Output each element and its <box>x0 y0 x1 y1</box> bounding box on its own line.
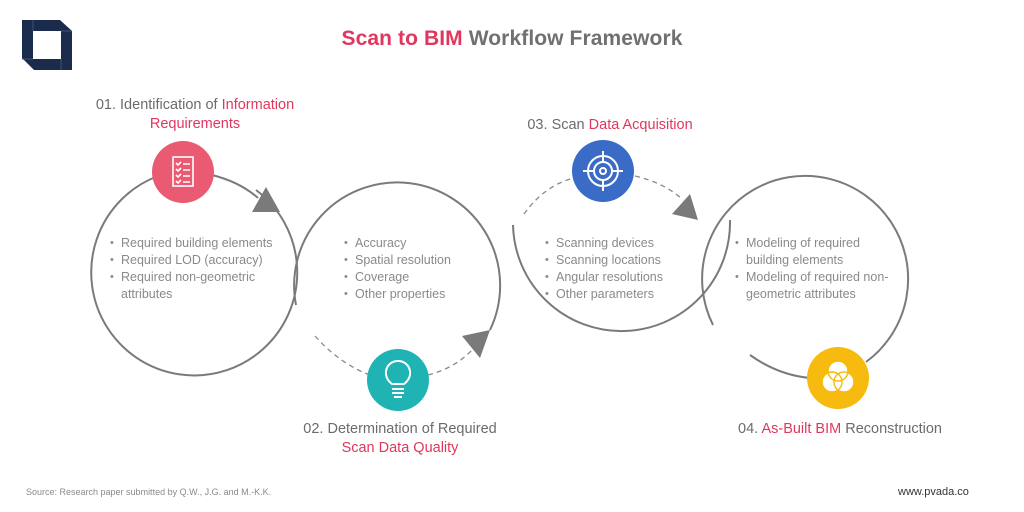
source-citation: Source: Research paper submitted by Q.W.… <box>26 487 272 497</box>
bullet-item: Other properties <box>344 286 494 303</box>
bullet-item: Angular resolutions <box>545 269 695 286</box>
bullet-item: Modeling of required building elements <box>735 235 895 269</box>
page-title: Scan to BIM Workflow Framework <box>0 27 1024 51</box>
step1-label-accent-line2: Requirements <box>149 116 241 132</box>
step3-circle-outline <box>512 219 732 332</box>
step3-number: 03. <box>527 117 548 133</box>
step2-bullets: Accuracy Spatial resolution Coverage Oth… <box>344 235 494 303</box>
company-logo <box>22 20 72 70</box>
step3-dashed-arc-left <box>523 177 575 215</box>
bullet-item: Other parameters <box>545 286 695 303</box>
website-link[interactable]: www.pvada.co <box>898 486 969 498</box>
step1-arc-to-arrow <box>211 174 259 199</box>
arrow-1-icon <box>252 187 280 212</box>
bullet-item: Required building elements <box>110 235 285 252</box>
target-icon <box>583 151 623 191</box>
step3-icon-badge <box>572 140 634 202</box>
title-rest: Workflow Framework <box>468 27 683 50</box>
bullet-item: Required non-geometric attributes <box>110 269 285 303</box>
arrow-3-icon <box>672 194 698 220</box>
step2-dashed-arc-right <box>427 349 473 376</box>
bullet-item: Coverage <box>344 269 494 286</box>
step2-label-accent: Scan Data Quality <box>341 440 459 456</box>
step1-label-accent: Information <box>221 97 295 113</box>
bullet-item: Accuracy <box>344 235 494 252</box>
step3-label: 03. Scan Data Acquisition <box>500 116 720 135</box>
step4-number: 04. <box>738 421 759 437</box>
bullet-item: Spatial resolution <box>344 252 494 269</box>
bullet-item: Scanning devices <box>545 235 695 252</box>
step2-label-plain: Determination of Required <box>327 421 497 437</box>
step1-icon-badge <box>152 141 214 203</box>
step2-number: 02. <box>303 421 324 437</box>
step4-arc-tail <box>749 354 811 379</box>
bullet-item: Scanning locations <box>545 252 695 269</box>
step3-label-plain: Scan <box>551 117 585 133</box>
step1-label-plain: Identification of <box>120 97 218 113</box>
title-accent: Scan to BIM <box>341 27 463 50</box>
step2-dashed-arc-left <box>314 335 371 376</box>
step1-bullets: Required building elements Required LOD … <box>110 235 285 303</box>
step4-bullets: Modeling of required building elements M… <box>735 235 895 303</box>
step3-bullets: Scanning devices Scanning locations Angu… <box>545 235 695 303</box>
step4-icon-badge <box>807 347 869 409</box>
arrow-2-icon <box>462 330 490 358</box>
venn-icon <box>821 360 855 393</box>
step2-circle-outline <box>293 181 502 331</box>
step2-label: 02. Determination of Required Scan Data … <box>280 420 520 458</box>
step4-label: 04. As-Built BIM Reconstruction <box>720 420 960 439</box>
step1-number: 01. <box>95 97 116 113</box>
step3-dashed-arc-right <box>634 175 684 201</box>
bullet-item: Required LOD (accuracy) <box>110 252 285 269</box>
lightbulb-icon <box>384 359 412 398</box>
checklist-icon <box>172 156 194 187</box>
step1-label: 01. Identification of Information Requir… <box>70 96 320 134</box>
step2-icon-badge <box>367 349 429 411</box>
bullet-item: Modeling of required non-geometric attri… <box>735 269 895 303</box>
step4-circle-outline <box>701 174 910 363</box>
step3-label-accent: Data Acquisition <box>588 117 693 133</box>
step4-label-plain: Reconstruction <box>845 421 942 437</box>
step4-label-accent: As-Built BIM <box>761 421 842 437</box>
